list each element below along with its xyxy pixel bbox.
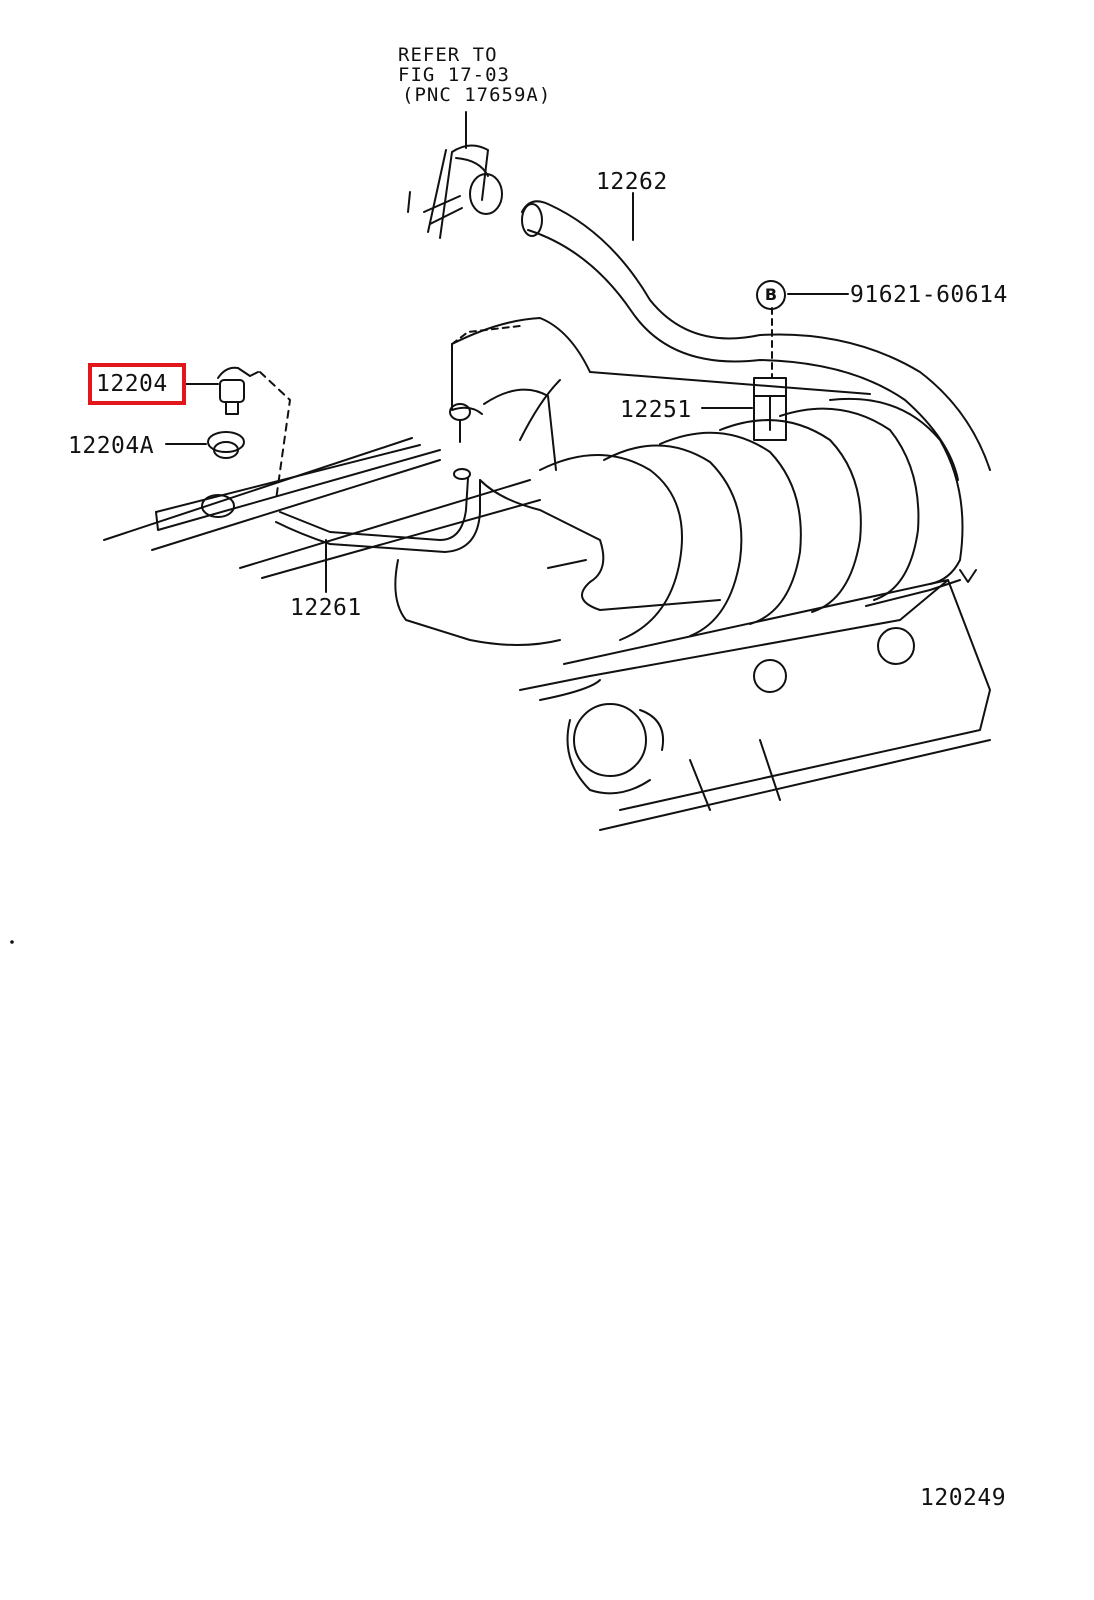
hose-12261-drawing: [275, 468, 481, 593]
clamp-marker-b: B: [756, 280, 786, 310]
part-label-12204A[interactable]: 12204A: [68, 433, 155, 459]
part-label-91621-60614[interactable]: 91621-60614: [850, 282, 1008, 308]
grommet-drawing: [165, 431, 245, 459]
reference-pipe-drawing: [407, 111, 503, 239]
pcv-valve-drawing: [185, 366, 291, 501]
part-label-12262[interactable]: 12262: [596, 169, 668, 195]
figure-number: 120249: [920, 1485, 1007, 1511]
reference-note-line-1: REFER TO: [398, 44, 498, 66]
part-label-12251[interactable]: 12251: [620, 397, 692, 423]
part-label-12261[interactable]: 12261: [290, 595, 362, 621]
reference-note-line-2: FIG 17-03: [398, 64, 510, 86]
hose-12262-drawing: [521, 192, 991, 481]
intake-manifold-drawing: [394, 317, 964, 701]
reference-note-line-3: (PNC 17659A): [402, 84, 552, 106]
engine-block-drawing: [563, 569, 991, 831]
head-cover-drawing: [103, 437, 541, 579]
part-label-12204[interactable]: 12204: [96, 371, 168, 397]
clamp-drawing: [701, 293, 849, 441]
highlight-box: [88, 363, 186, 405]
